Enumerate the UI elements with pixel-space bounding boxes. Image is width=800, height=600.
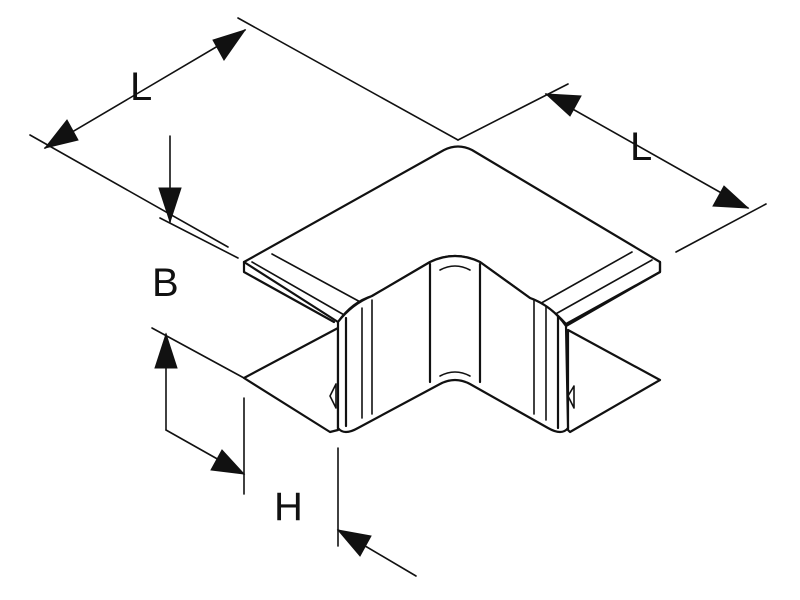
dimension-label-height: H bbox=[274, 485, 303, 529]
arrow-head bbox=[544, 93, 582, 117]
arrow-head bbox=[712, 185, 750, 209]
elbow-fitting bbox=[242, 145, 662, 434]
right-rim bbox=[564, 260, 662, 328]
arrow-head bbox=[336, 529, 372, 557]
dimension-label-length-right: L bbox=[630, 125, 652, 169]
arrow-head bbox=[210, 449, 246, 475]
arrow-head bbox=[158, 187, 182, 224]
right-tab bbox=[567, 385, 575, 409]
dimension-label-width: B bbox=[152, 261, 179, 305]
dimension-label-length-left: L bbox=[130, 65, 152, 109]
dimension-arrows bbox=[43, 29, 750, 557]
left-rim bbox=[242, 260, 336, 324]
inner-wall bbox=[336, 254, 570, 434]
arrow-head bbox=[212, 29, 247, 61]
left-tab bbox=[329, 383, 337, 409]
arrow-head bbox=[154, 332, 178, 369]
right-base-flange bbox=[566, 328, 662, 434]
left-base-flange bbox=[242, 326, 340, 434]
arrow-head bbox=[43, 119, 79, 149]
